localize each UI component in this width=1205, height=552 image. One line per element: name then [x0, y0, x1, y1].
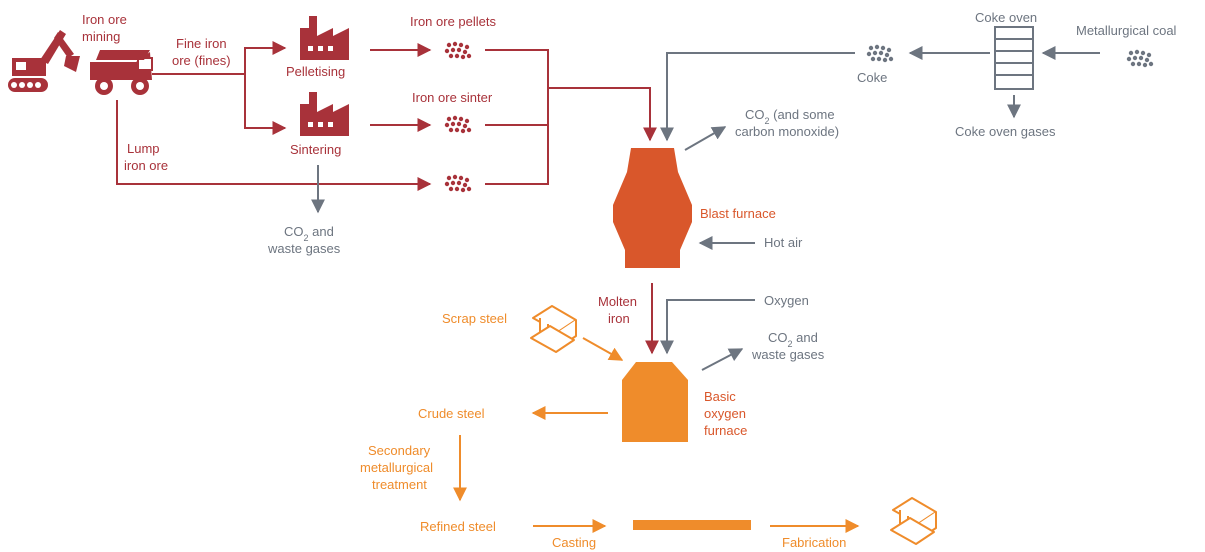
arrow-ores-to-blast-furnace: [548, 87, 657, 142]
gray-flow-lines: [311, 46, 1100, 371]
label-coke-oven: Coke oven: [975, 10, 1037, 25]
excavator-icon: [8, 30, 80, 92]
arrow-truck-to-pelletising: [152, 41, 287, 75]
blast-furnace-shape: [613, 148, 692, 268]
label-pelletising: Pelletising: [286, 64, 345, 79]
label-sintering-co2: CO2 and waste gases: [267, 224, 341, 256]
label-lump-iron-ore: Lump iron ore: [124, 141, 168, 173]
pelletising-factory-icon: [300, 16, 349, 60]
label-bof-co2: CO2 and waste gases: [751, 330, 825, 362]
orange-labels: Blast furnace Scrap steel Basic oxygen f…: [360, 206, 846, 550]
scrap-steel-beam-icon: [530, 305, 577, 353]
arrow-fines-to-sintering: [244, 74, 287, 135]
label-fine-iron-ore: Fine iron ore (fines): [172, 36, 231, 68]
label-metallurgical-coal: Metallurgical coal: [1076, 23, 1177, 38]
pellets-icon-coke: [866, 44, 894, 63]
label-casting: Casting: [552, 535, 596, 550]
label-iron-ore-sinter: Iron ore sinter: [412, 90, 493, 105]
arrow-oxygen: [660, 299, 755, 355]
label-sintering: Sintering: [290, 142, 341, 157]
orange-flow-lines: [453, 337, 860, 533]
pellets-icon-sinter: [444, 115, 472, 134]
label-coke-oven-gases: Coke oven gases: [955, 124, 1056, 139]
pellets-icon-pellets: [444, 41, 472, 60]
label-scrap-steel: Scrap steel: [442, 311, 507, 326]
red-labels: Iron ore mining Fine iron ore (fines) Pe…: [82, 12, 641, 326]
arrow-bof-co2: [701, 348, 744, 371]
basic-oxygen-furnace-shape: [622, 362, 688, 442]
arrow-scrap-to-bof: [582, 337, 624, 361]
arrow-coke-to-blast-furnace: [660, 52, 855, 142]
label-secondary-treatment: Secondary metallurgical treatment: [360, 443, 437, 492]
label-crude-steel: Crude steel: [418, 406, 485, 421]
pellets-icon-lump: [444, 174, 472, 193]
label-coke: Coke: [857, 70, 887, 85]
pellets-icon-coal: [1126, 49, 1154, 68]
label-basic-oxygen-furnace: Basic oxygen furnace: [704, 389, 750, 438]
label-refined-steel: Refined steel: [420, 519, 496, 534]
label-hot-air: Hot air: [764, 235, 803, 250]
red-flow-lines: [116, 41, 659, 355]
fabrication-steel-beam-icon: [890, 497, 937, 545]
label-iron-ore-pellets: Iron ore pellets: [410, 14, 496, 29]
label-blast-furnace: Blast furnace: [700, 206, 776, 221]
sintering-factory-icon: [300, 92, 349, 136]
line-pellets-merge: [485, 49, 549, 185]
label-oxygen: Oxygen: [764, 293, 809, 308]
dump-truck-icon: [90, 50, 153, 95]
steel-slab-icon: [633, 520, 751, 530]
arrow-lump-ore: [116, 100, 432, 191]
gray-labels: CO2 and waste gases Coke oven Metallurgi…: [267, 10, 1177, 362]
label-blast-furnace-co2: CO2 (and some carbon monoxide): [735, 107, 839, 139]
label-molten-iron: Molten iron: [598, 294, 641, 326]
coke-oven-icon: [994, 26, 1034, 90]
label-fabrication: Fabrication: [782, 535, 846, 550]
arrow-blast-furnace-co2: [684, 126, 727, 151]
label-iron-ore-mining: Iron ore mining: [82, 12, 130, 44]
